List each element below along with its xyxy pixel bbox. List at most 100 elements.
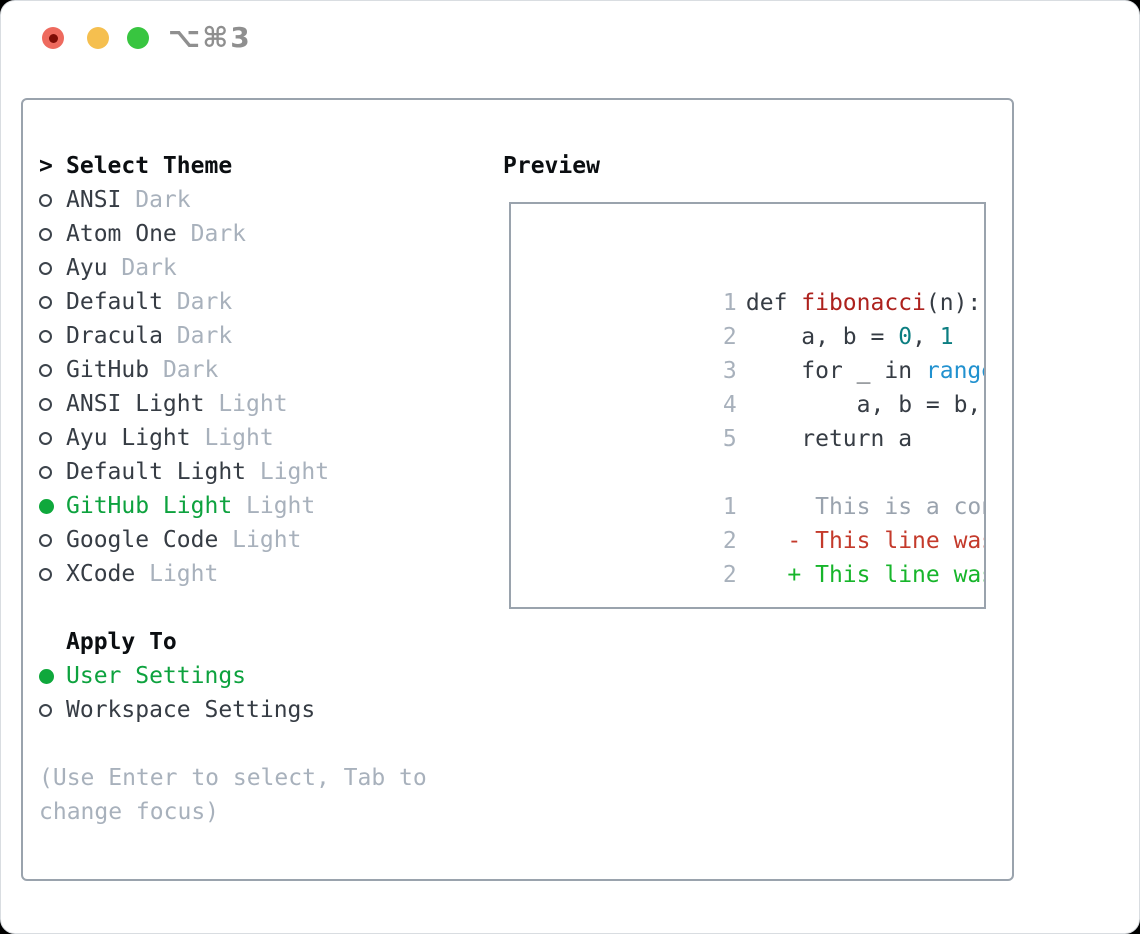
radio-circle-icon <box>39 295 52 309</box>
radio-circle-icon <box>39 703 52 717</box>
radio-circle-icon <box>39 498 54 514</box>
code-segment: 1 <box>939 324 954 350</box>
radio-circle-icon <box>39 668 54 684</box>
radio-marker <box>39 533 66 547</box>
radio-circle-icon <box>39 227 52 241</box>
code-line: 1 This is a context line. <box>529 456 984 520</box>
theme-option[interactable]: XCode Light <box>39 557 427 591</box>
preview-header: Preview <box>503 153 600 179</box>
code-segment: This is a context line. <box>815 494 984 520</box>
theme-option[interactable]: GitHub Dark <box>39 353 427 387</box>
theme-option[interactable]: Ayu Dark <box>39 251 427 285</box>
theme-picker-panel: > Select Theme ANSI Dark <box>21 98 1014 881</box>
radio-marker <box>39 261 66 275</box>
code-line-content: def fibonacci(n): <box>746 290 981 316</box>
preview-column: Preview 1 def fibonacci(n): 2 a, b = 0, 1 <box>503 149 986 609</box>
code-line: 1 def fibonacci(n): <box>529 252 984 316</box>
code-line-content: This is a context line. <box>746 494 984 520</box>
code-preview: 1 def fibonacci(n): 2 a, b = 0, 1 3 for _… <box>529 252 984 588</box>
theme-variant-tag: Light <box>218 391 288 417</box>
code-line: 2 + This line was added. <box>529 524 984 588</box>
code-segment: + This line was added. <box>787 562 984 588</box>
theme-option[interactable]: Atom One Dark <box>39 217 427 251</box>
line-number: 1 <box>722 290 737 316</box>
apply-to-option[interactable]: Workspace Settings <box>39 693 427 727</box>
code-segment: - This line was deleted. <box>787 528 984 554</box>
theme-variant-tag: Dark <box>121 255 177 281</box>
preview-box: 1 def fibonacci(n): 2 a, b = 0, 1 3 for _… <box>509 202 986 609</box>
theme-option[interactable]: ANSI Light Light <box>39 387 427 421</box>
theme-option[interactable]: GitHub Light Light <box>39 489 427 523</box>
radio-marker <box>39 567 66 581</box>
theme-list: ANSI Dark Atom One Dark <box>39 183 427 591</box>
radio-circle-icon <box>39 193 52 207</box>
theme-option[interactable]: Google Code Light <box>39 523 427 557</box>
line-number: 4 <box>722 392 737 418</box>
select-theme-label: Select Theme <box>66 153 233 179</box>
code-line-content: for _ in range(n): <box>746 358 984 384</box>
theme-name: ANSI <box>66 187 122 213</box>
code-segment: fibonacci <box>801 290 926 316</box>
theme-variant-tag: Light <box>149 561 219 587</box>
window-title: ⌥⌘3 <box>168 21 252 54</box>
code-segment: 0 <box>898 324 913 350</box>
radio-marker <box>39 295 66 309</box>
radio-marker <box>39 227 66 241</box>
minimize-button[interactable] <box>87 27 109 49</box>
code-segment: def <box>745 290 802 316</box>
radio-marker <box>39 193 66 207</box>
theme-option[interactable]: ANSI Dark <box>39 183 427 217</box>
theme-option[interactable]: Default Dark <box>39 285 427 319</box>
theme-name: Dracula <box>66 323 163 349</box>
code-line: 2 a, b = 0, 1 <box>529 286 984 350</box>
code-line-content: + This line was added. <box>746 562 984 588</box>
line-number: 1 <box>722 494 737 520</box>
theme-option[interactable]: Dracula Dark <box>39 319 427 353</box>
theme-variant-tag: Dark <box>176 323 233 349</box>
prompt-caret-icon: > <box>39 153 53 179</box>
code-line-content: - This line was deleted. <box>746 528 984 554</box>
select-theme-header: > Select Theme <box>39 149 427 183</box>
radio-marker <box>39 668 66 684</box>
titlebar: ⌥⌘3 <box>1 1 1139 73</box>
close-button[interactable] <box>42 27 64 49</box>
code-line: 2 - This line was deleted. <box>529 490 984 554</box>
radio-circle-icon <box>39 533 52 547</box>
code-segment: a, b = b, a + b <box>856 392 982 418</box>
code-line-content: a, b = b, a + b <box>746 392 984 418</box>
radio-circle-icon <box>39 329 52 343</box>
apply-to-header: Apply To <box>39 625 427 659</box>
line-number: 3 <box>722 358 737 384</box>
unsaved-indicator-dot <box>48 33 58 43</box>
theme-option[interactable]: Default Light Light <box>39 455 427 489</box>
theme-option[interactable]: Ayu Light Light <box>39 421 427 455</box>
hint-line-text: (Use Enter to select, Tab to <box>39 765 427 791</box>
apply-to-option-label: Workspace Settings <box>66 697 316 723</box>
code-segment: (n): <box>925 290 982 316</box>
hint-text: (Use Enter to select, Tab to change focu… <box>39 761 427 829</box>
theme-name: GitHub Light <box>66 493 233 519</box>
line-number: 2 <box>722 528 737 554</box>
theme-name: Ayu <box>66 255 108 281</box>
theme-name: Ayu Light <box>66 425 191 451</box>
radio-marker <box>39 465 66 479</box>
line-number: 2 <box>722 324 737 350</box>
radio-circle-icon <box>39 431 52 445</box>
radio-circle-icon <box>39 261 52 275</box>
radio-marker <box>39 329 66 343</box>
radio-marker <box>39 363 66 377</box>
theme-name: GitHub <box>66 357 150 383</box>
apply-to-option[interactable]: User Settings <box>39 659 427 693</box>
theme-name: Atom One <box>66 221 177 247</box>
theme-name: Default <box>66 289 163 315</box>
code-line-content: return a <box>746 426 912 452</box>
theme-variant-tag: Light <box>232 527 302 553</box>
radio-circle-icon <box>39 567 52 581</box>
radio-circle-icon <box>39 363 52 377</box>
maximize-button[interactable] <box>127 27 149 49</box>
theme-name: ANSI Light <box>66 391 205 417</box>
code-line: 5 return a <box>529 388 984 452</box>
code-segment: , <box>912 324 940 350</box>
theme-column: > Select Theme ANSI Dark <box>39 149 427 829</box>
